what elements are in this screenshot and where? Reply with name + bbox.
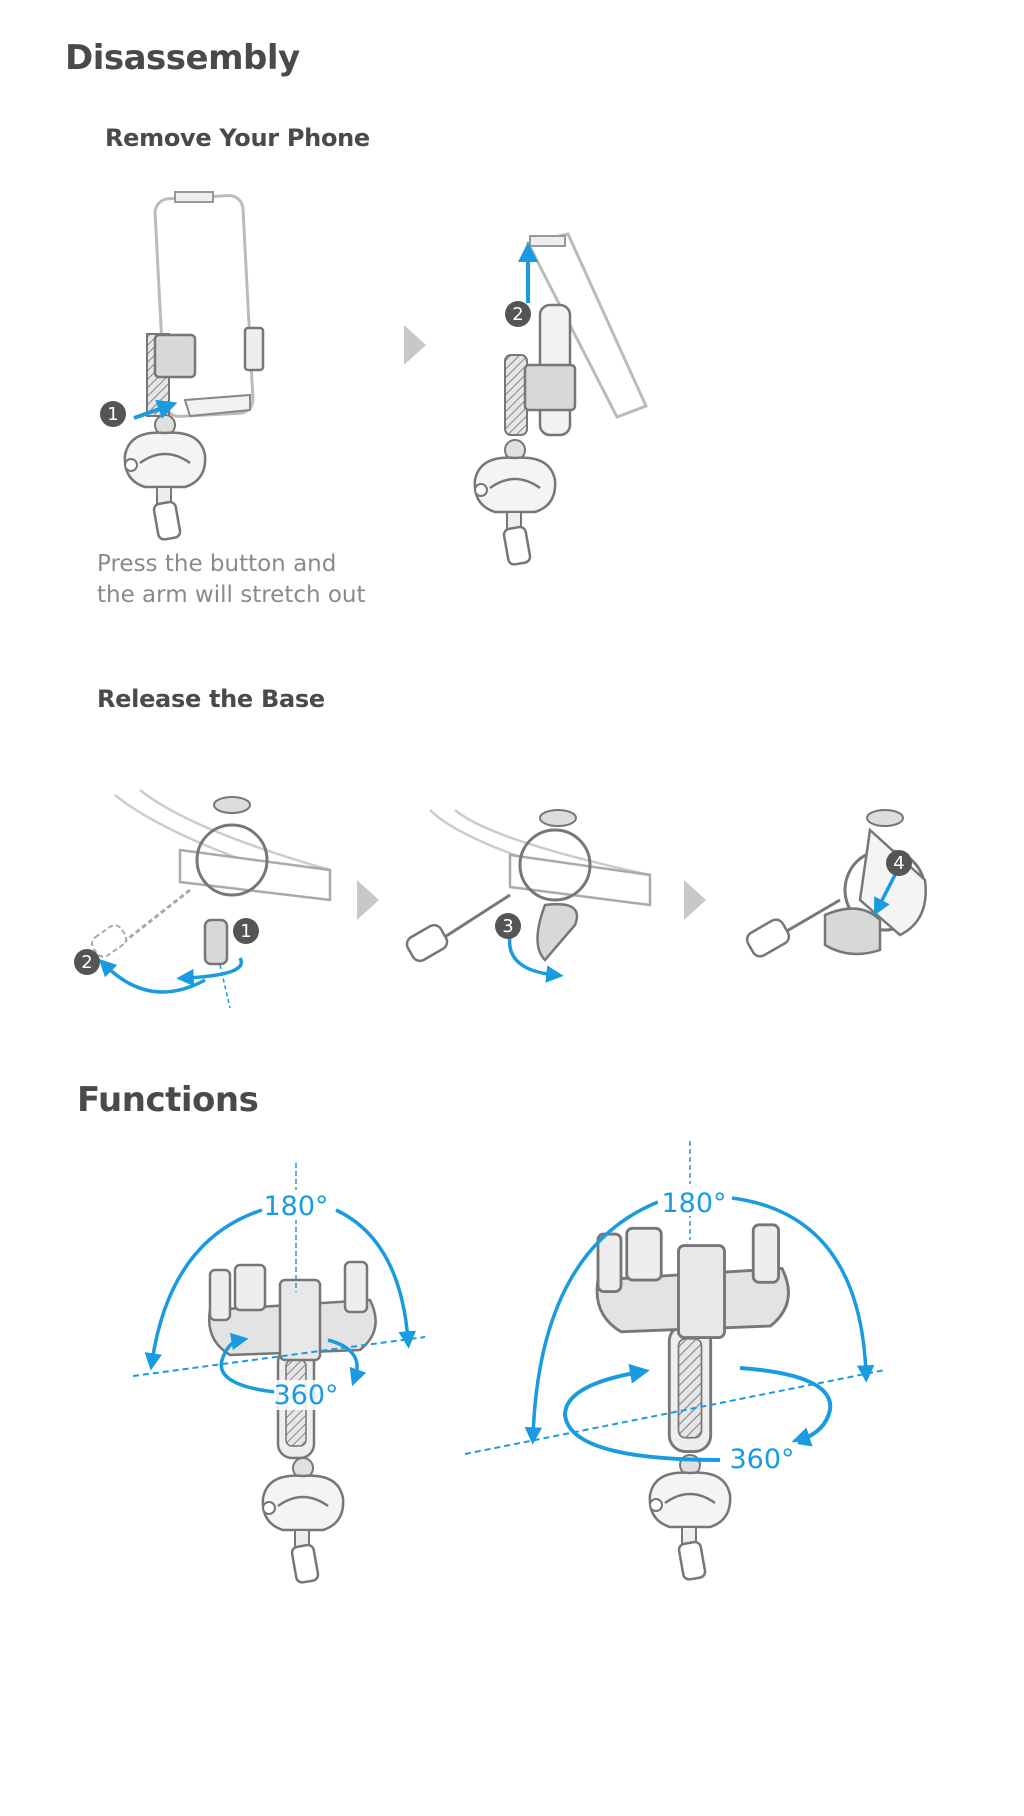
rotate-angle-label: 360° bbox=[729, 1444, 794, 1475]
step-badge-1: 1 bbox=[100, 401, 126, 427]
illustration-press-button: 1 bbox=[100, 191, 265, 542]
illustration-release-step-1-2: 1 2 bbox=[74, 789, 332, 1009]
section-title-disassembly: Disassembly bbox=[65, 38, 300, 78]
handlebar-clamp bbox=[123, 413, 207, 542]
caption-line-1: Press the button and bbox=[97, 551, 337, 577]
rotate-angle-label: 360° bbox=[273, 1380, 338, 1411]
svg-text:1: 1 bbox=[240, 921, 251, 942]
next-arrow-icon bbox=[684, 880, 706, 920]
illustration-function-small: 180° 360° bbox=[132, 1163, 426, 1585]
illustration-lift-phone: 2 bbox=[473, 232, 649, 567]
section-title-functions: Functions bbox=[77, 1080, 259, 1120]
illustration-release-step-4: 4 bbox=[745, 809, 927, 958]
push-arrow bbox=[133, 399, 178, 420]
subsection-title-remove-phone: Remove Your Phone bbox=[105, 124, 370, 152]
remove-phone-caption: Press the button and the arm will stretc… bbox=[97, 549, 366, 611]
svg-text:2: 2 bbox=[81, 952, 92, 973]
svg-text:2: 2 bbox=[512, 304, 523, 325]
step-badge-2: 2 bbox=[505, 301, 531, 327]
subsection-title-release-base: Release the Base bbox=[97, 685, 325, 713]
illustration-release-step-3: 3 bbox=[405, 809, 652, 983]
next-arrow-icon bbox=[404, 325, 426, 365]
illustration-function-large: 180° 360° bbox=[464, 1141, 886, 1582]
svg-text:1: 1 bbox=[107, 404, 118, 425]
step-badge-2: 2 bbox=[74, 949, 100, 975]
handlebar-clamp bbox=[473, 438, 557, 567]
step-badge-4: 4 bbox=[886, 850, 912, 876]
step-badge-1: 1 bbox=[233, 918, 259, 944]
caption-line-2: the arm will stretch out bbox=[97, 582, 366, 608]
tilt-angle-label: 180° bbox=[661, 1188, 726, 1219]
svg-text:3: 3 bbox=[502, 916, 513, 937]
svg-text:4: 4 bbox=[893, 853, 904, 874]
step-badge-3: 3 bbox=[495, 913, 521, 939]
next-arrow-icon bbox=[357, 880, 379, 920]
tilt-angle-label: 180° bbox=[263, 1191, 328, 1222]
